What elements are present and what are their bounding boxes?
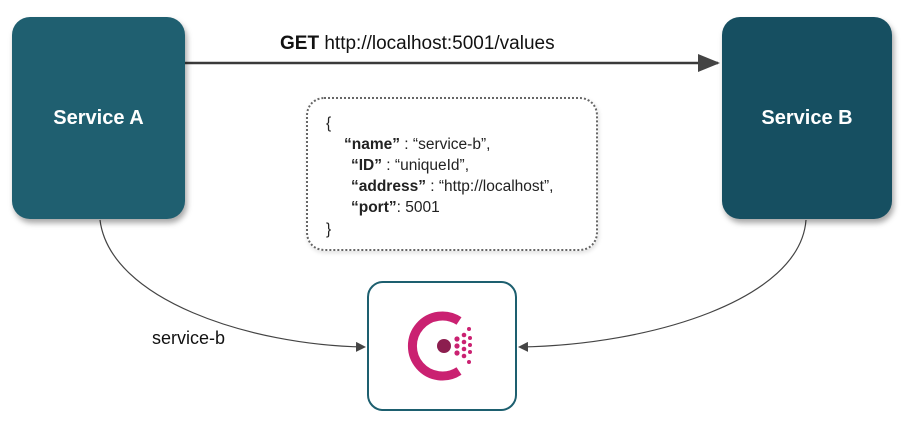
json-key: “name” bbox=[344, 136, 400, 153]
json-value: : “http://localhost”, bbox=[425, 178, 554, 195]
json-value: : “service-b”, bbox=[400, 136, 491, 153]
service-b-label: Service B bbox=[761, 106, 853, 129]
request-url: http://localhost:5001/values bbox=[324, 33, 555, 54]
json-value: : “uniqueId”, bbox=[382, 157, 470, 174]
json-value: : 5001 bbox=[396, 199, 440, 216]
json-key: “ID” bbox=[351, 157, 382, 174]
service-a-label: Service A bbox=[53, 106, 144, 129]
lookup-connector-a bbox=[99, 219, 366, 352]
json-line-id: “ID” : “uniqueId”, bbox=[351, 155, 469, 176]
service-registry-box bbox=[367, 281, 517, 411]
json-key: “port” bbox=[351, 199, 397, 216]
json-line-port: “port”: 5001 bbox=[351, 197, 440, 218]
json-line-address: “address” : “http://localhost”, bbox=[351, 176, 553, 197]
service-b-box: Service B bbox=[722, 17, 892, 219]
json-line-name: “name” : “service-b”, bbox=[344, 134, 490, 155]
consul-logo-icon bbox=[407, 311, 472, 381]
register-connector-b bbox=[518, 219, 807, 352]
json-close-brace: } bbox=[326, 221, 332, 238]
http-method: GET bbox=[280, 33, 320, 54]
lookup-label: service-b bbox=[152, 328, 226, 348]
service-a-box: Service A bbox=[12, 17, 185, 219]
request-label: GET http://localhost:5001/values bbox=[280, 33, 555, 55]
json-open-brace: { bbox=[326, 115, 332, 132]
registration-payload-card: { “name” : “service-b”, “ID” : “uniqueId… bbox=[306, 97, 598, 251]
json-key: “address” bbox=[351, 178, 426, 195]
